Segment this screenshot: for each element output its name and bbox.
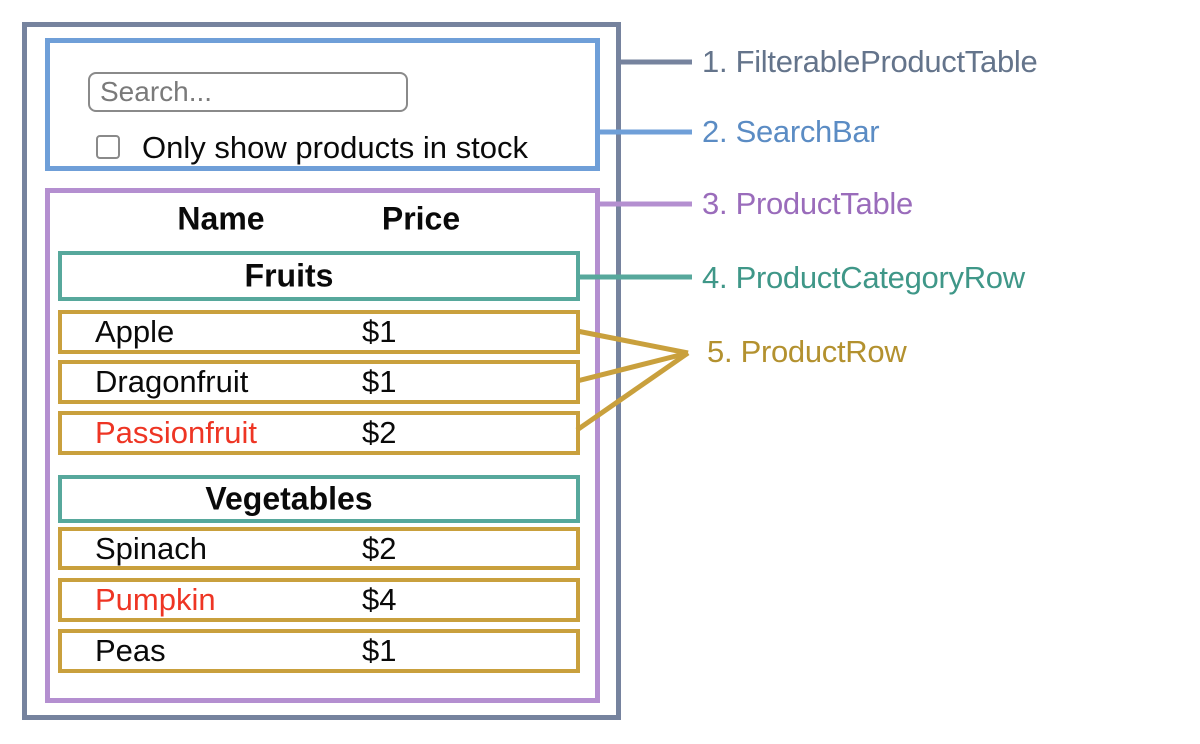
product-row-dragonfruit: Dragonfruit $1 (58, 360, 580, 404)
product-name: Spinach (95, 530, 208, 566)
product-row-peas: Peas $1 (58, 629, 580, 673)
category-row-fruits: Fruits (58, 251, 580, 301)
product-name: Dragonfruit (95, 364, 249, 399)
product-row-spinach: Spinach $2 (58, 527, 580, 570)
legend-product-table: 3. ProductTable (702, 186, 913, 221)
legend-filterable-product-table: 1. FilterableProductTable (702, 44, 1038, 79)
category-label: Fruits (244, 257, 334, 294)
product-row-apple: Apple $1 (58, 310, 580, 354)
category-label: Vegetables (205, 480, 373, 517)
product-price: $2 (362, 530, 397, 566)
product-name: Passionfruit (95, 415, 257, 450)
product-name: Apple (95, 314, 175, 349)
product-row-pumpkin: Pumpkin $4 (58, 578, 580, 622)
in-stock-checkbox-label: Only show products in stock (142, 130, 528, 165)
product-name: Peas (95, 633, 166, 668)
search-input[interactable] (88, 72, 408, 112)
product-price: $4 (362, 582, 397, 617)
product-row-passionfruit: Passionfruit $2 (58, 411, 580, 455)
product-name: Pumpkin (95, 582, 216, 617)
in-stock-checkbox[interactable] (96, 135, 120, 159)
category-row-vegetables: Vegetables (58, 475, 580, 523)
product-price: $2 (362, 415, 397, 450)
product-price: $1 (362, 364, 397, 399)
product-price: $1 (362, 633, 397, 668)
legend-product-category-row: 4. ProductCategoryRow (702, 260, 1025, 295)
legend-search-bar: 2. SearchBar (702, 114, 880, 149)
legend-product-row: 5. ProductRow (707, 334, 907, 369)
column-header-price: Price (381, 200, 461, 237)
product-price: $1 (362, 314, 397, 349)
column-header-name: Name (177, 200, 265, 237)
